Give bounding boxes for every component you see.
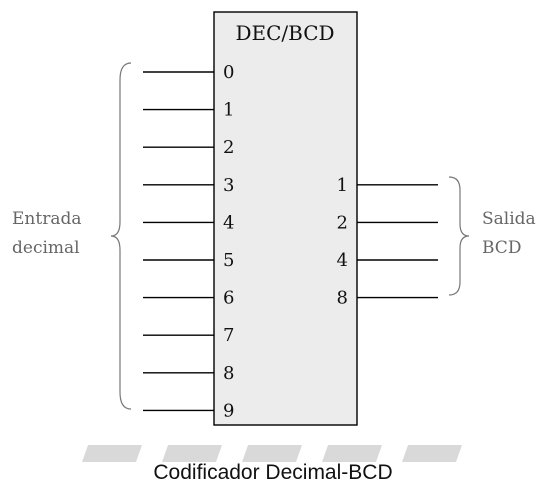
- input-group-brace: [110, 62, 132, 410]
- input-label-5: 5: [223, 250, 234, 271]
- output-group-label-line1: Salida: [482, 209, 536, 229]
- output-group-brace: [448, 176, 470, 296]
- input-label-7: 7: [223, 325, 234, 346]
- input-label-2: 2: [223, 137, 234, 158]
- input-label-8: 8: [223, 363, 234, 384]
- diagram-caption: Codificador Decimal-BCD: [153, 461, 392, 484]
- output-label-8: 8: [337, 288, 348, 309]
- input-label-6: 6: [223, 288, 234, 309]
- input-label-3: 3: [223, 175, 234, 196]
- encoder-box: [213, 11, 358, 426]
- input-label-4: 4: [223, 212, 234, 233]
- input-lines: 0 1 2 3 4 5 6 7 8 9: [143, 62, 234, 421]
- output-label-1: 1: [337, 175, 348, 196]
- input-label-1: 1: [223, 100, 234, 121]
- input-group-label-line2: decimal: [12, 238, 80, 258]
- encoder-title: DEC/BCD: [235, 21, 334, 45]
- input-label-9: 9: [223, 400, 234, 421]
- output-label-4: 4: [337, 250, 348, 271]
- output-group-label-line2: BCD: [482, 238, 521, 258]
- output-label-2: 2: [337, 212, 348, 233]
- input-group-label-line1: Entrada: [12, 209, 81, 229]
- watermark-band: [82, 445, 462, 462]
- output-lines: 1 2 4 8: [337, 175, 438, 309]
- input-label-0: 0: [223, 62, 234, 83]
